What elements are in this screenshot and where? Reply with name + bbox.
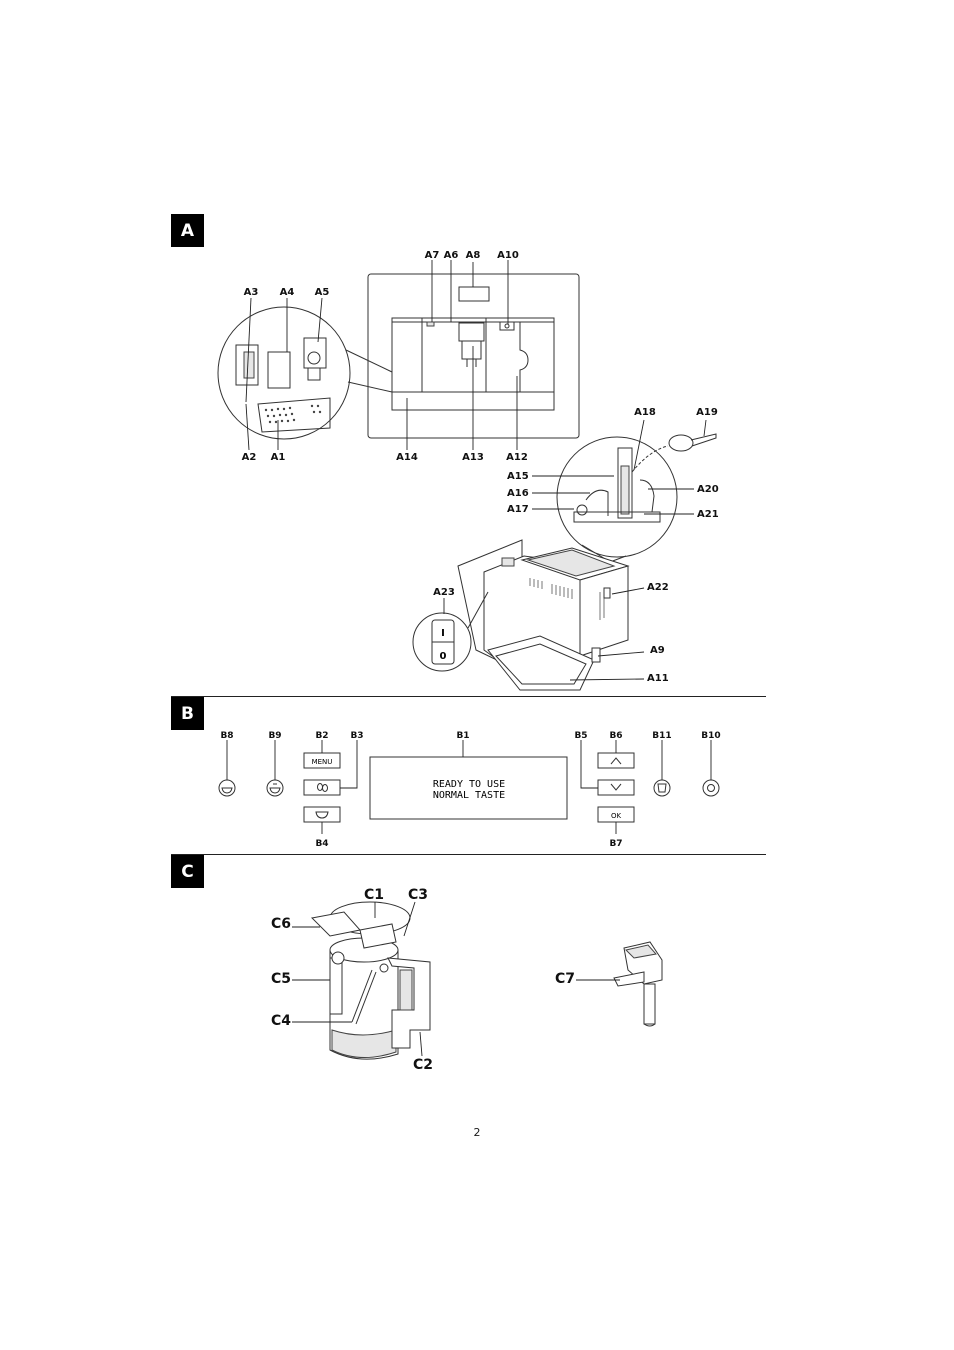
section-c-rule	[171, 854, 766, 855]
switch-on-symbol: I	[441, 628, 445, 639]
label-b1: B1	[456, 731, 469, 741]
label-c5: C5	[271, 971, 291, 987]
label-b8: B8	[220, 731, 233, 741]
label-a17: A17	[507, 504, 529, 515]
label-a11: A11	[647, 673, 669, 684]
label-a8: A8	[466, 250, 481, 261]
section-b-badge: B	[171, 697, 204, 730]
label-b9: B9	[268, 731, 281, 741]
bean-button-b3[interactable]	[303, 779, 341, 796]
display-line-2: NORMAL TASTE	[433, 790, 505, 801]
label-b7: B7	[609, 839, 622, 849]
section-a-badge: A	[171, 214, 204, 247]
button-b10[interactable]	[702, 779, 720, 797]
label-c3: C3	[408, 887, 428, 903]
up-button-b6[interactable]	[597, 752, 635, 769]
section-a-diagram: I 0 A7 A6 A8 A10 A3 A4 A5 A2 A1 A14 A13 …	[217, 250, 719, 691]
button-b11[interactable]	[653, 779, 671, 797]
label-a4: A4	[280, 287, 295, 298]
label-a22: A22	[647, 582, 669, 593]
label-b10: B10	[701, 731, 720, 741]
label-a15: A15	[507, 471, 529, 482]
cup-button-b4[interactable]	[303, 806, 341, 823]
label-a21: A21	[697, 509, 719, 520]
label-a1: A1	[271, 452, 286, 463]
page-number: 2	[473, 1126, 481, 1139]
label-a10: A10	[497, 250, 519, 261]
label-c4: C4	[271, 1013, 291, 1029]
label-b11: B11	[652, 731, 671, 741]
section-b-rule	[171, 696, 766, 697]
label-c2: C2	[413, 1057, 433, 1073]
front-display	[458, 286, 490, 302]
ok-button-label: OK	[611, 812, 622, 820]
label-a7: A7	[425, 250, 440, 261]
label-a12: A12	[506, 452, 528, 463]
display-screen	[369, 756, 568, 820]
section-c-milk-jug: C1 C3 C6 C5 C4 C2 C7	[271, 887, 663, 1073]
switch-off-symbol: 0	[440, 651, 447, 662]
label-a18: A18	[634, 407, 656, 418]
label-a19: A19	[696, 407, 718, 418]
label-a14: A14	[396, 452, 418, 463]
front-view-frame	[367, 273, 580, 439]
frother-nozzle	[613, 941, 663, 1027]
label-b2: B2	[315, 731, 328, 741]
detail-magnifier-right	[556, 436, 678, 558]
label-b6: B6	[609, 731, 622, 741]
menu-button-label: MENU	[312, 758, 333, 766]
label-b3: B3	[350, 731, 363, 741]
label-c1: C1	[364, 887, 384, 903]
coffee-spout	[458, 322, 485, 342]
label-a16: A16	[507, 488, 529, 499]
label-b4: B4	[315, 839, 328, 849]
label-a9: A9	[650, 645, 665, 656]
label-a5: A5	[315, 287, 330, 298]
section-b-control-panel: MENU OK READY TO USE NORMAL TASTE B8 B9 …	[218, 731, 721, 849]
label-b5: B5	[574, 731, 587, 741]
button-b8[interactable]	[218, 779, 236, 797]
label-a2: A2	[242, 452, 257, 463]
label-a13: A13	[462, 452, 484, 463]
label-a6: A6	[444, 250, 459, 261]
label-a23: A23	[433, 587, 455, 598]
button-b9[interactable]	[266, 779, 284, 797]
milk-handle	[387, 957, 431, 1049]
section-c-badge: C	[171, 855, 204, 888]
display-line-1: READY TO USE	[433, 779, 505, 790]
label-c6: C6	[271, 916, 291, 932]
label-a3: A3	[244, 287, 259, 298]
label-a20: A20	[697, 484, 719, 495]
label-c7: C7	[555, 971, 575, 987]
down-button-b5[interactable]	[597, 779, 635, 796]
